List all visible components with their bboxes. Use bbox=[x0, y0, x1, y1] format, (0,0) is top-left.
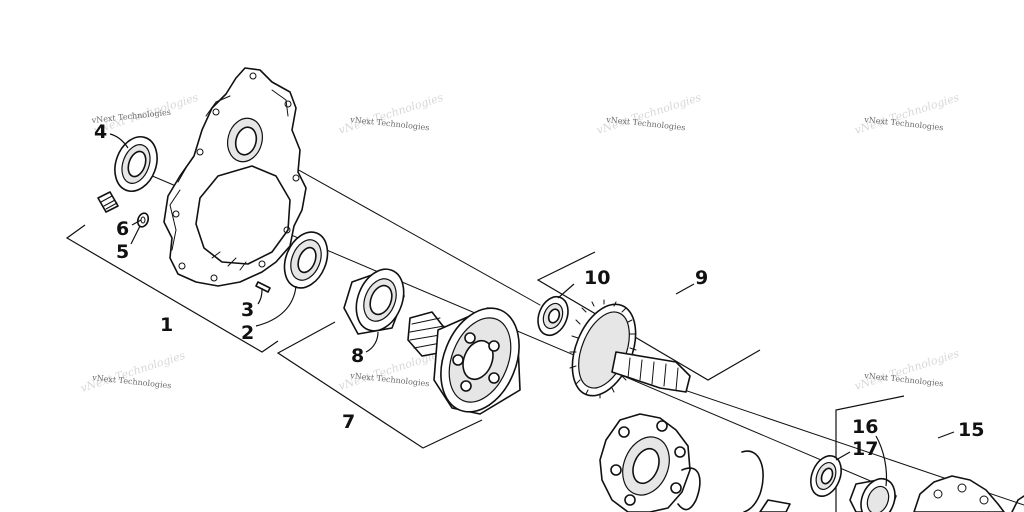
watermark-ghost: vNext Technologies bbox=[853, 347, 961, 393]
leader-5 bbox=[130, 225, 141, 245]
callout-1: 1 bbox=[160, 314, 173, 336]
leader-3 bbox=[257, 287, 263, 305]
callout-8: 8 bbox=[351, 345, 364, 367]
callout-7: 7 bbox=[342, 411, 355, 433]
leader-6 bbox=[131, 219, 142, 226]
watermark-ghost: vNext Technologies bbox=[595, 91, 703, 137]
callout-6: 6 bbox=[116, 218, 129, 240]
hub-collar bbox=[759, 499, 791, 512]
oil-seal-17 bbox=[810, 455, 842, 497]
housing-cover-1 bbox=[163, 67, 307, 287]
callout-15: 15 bbox=[958, 419, 984, 441]
watermark-ghost: vNext Technologies bbox=[853, 91, 961, 137]
output-gear-9 bbox=[569, 299, 691, 399]
ring-gear-7 bbox=[407, 307, 521, 415]
leader-4 bbox=[109, 133, 129, 149]
callout-17: 17 bbox=[852, 438, 878, 460]
sprocket-hub bbox=[599, 413, 691, 512]
callout-3: 3 bbox=[241, 299, 254, 321]
snap-ring bbox=[677, 450, 764, 512]
leader-10 bbox=[557, 283, 575, 299]
drain-plug-6 bbox=[97, 191, 119, 213]
callout-2: 2 bbox=[241, 322, 254, 344]
callout-9: 9 bbox=[695, 267, 708, 289]
leader-17 bbox=[835, 451, 851, 461]
leader-2 bbox=[255, 285, 297, 327]
oil-seal-2 bbox=[283, 231, 329, 289]
callout-4: 4 bbox=[94, 121, 107, 143]
end-cover-15 bbox=[913, 475, 1024, 512]
callout-leaders bbox=[109, 133, 955, 487]
bearing-16 bbox=[849, 477, 897, 512]
washer-5 bbox=[136, 212, 150, 228]
leader-9 bbox=[675, 283, 695, 295]
bracket-assembly-1 bbox=[65, 224, 279, 353]
callout-labels: 4 6 5 1 3 2 8 7 10 9 16 17 15 bbox=[94, 121, 984, 460]
bracket-assembly-7 bbox=[276, 321, 483, 449]
thrust-washer-10 bbox=[537, 295, 569, 337]
callout-16: 16 bbox=[852, 416, 878, 438]
callout-10: 10 bbox=[584, 267, 610, 289]
dowel-pin-3 bbox=[255, 281, 271, 293]
bearing-8 bbox=[343, 268, 405, 335]
oil-seal-4 bbox=[114, 136, 158, 192]
leader-15 bbox=[937, 431, 955, 439]
leader-16 bbox=[875, 435, 888, 487]
callout-5: 5 bbox=[116, 241, 129, 263]
leader-8 bbox=[365, 331, 379, 353]
